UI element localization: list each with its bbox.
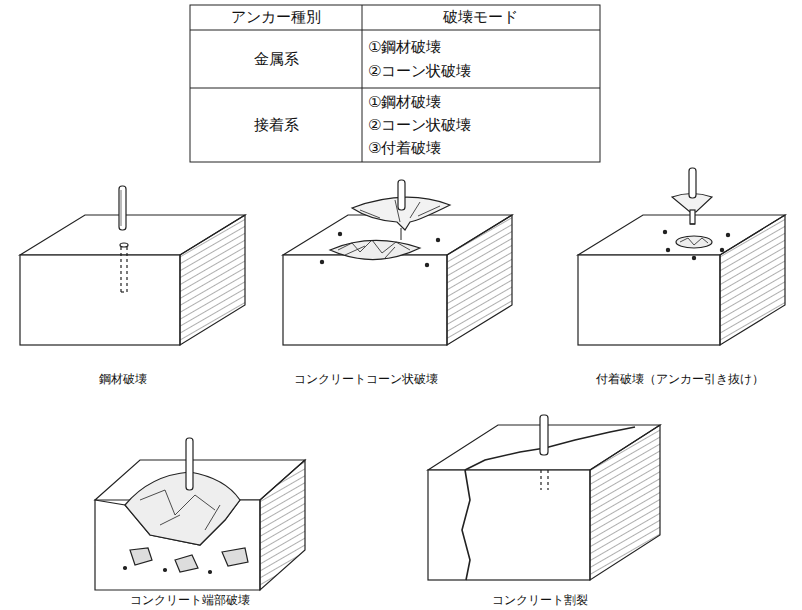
figure-caption: コンクリート割裂 <box>492 593 588 607</box>
cone-failure-figure <box>283 180 512 345</box>
table-cell: ③付着破壊 <box>368 139 441 157</box>
steel-failure-figure <box>20 186 245 345</box>
figure-caption: 付着破壊（アンカー引き抜け） <box>596 372 764 386</box>
splitting-figure <box>428 415 660 580</box>
table-header: 破壊モード <box>443 8 518 26</box>
table-cell: ①鋼材破壊 <box>368 93 441 111</box>
table-cell: 接着系 <box>254 116 299 134</box>
bond-failure-figure <box>578 168 785 345</box>
figure-caption: 鋼材破壊 <box>99 372 147 386</box>
figure-caption: コンクリート端部破壊 <box>130 593 250 607</box>
table-header: アンカー種別 <box>231 8 321 26</box>
figure-caption: コンクリートコーン状破壊 <box>294 372 438 386</box>
table-cell: ②コーン状破壊 <box>368 62 471 80</box>
table-grid <box>190 5 600 162</box>
table-cell: ①鋼材破壊 <box>368 38 441 56</box>
table-cell: 金属系 <box>254 50 299 68</box>
table-cell: ②コーン状破壊 <box>368 116 471 134</box>
edge-failure-figure <box>95 438 305 590</box>
